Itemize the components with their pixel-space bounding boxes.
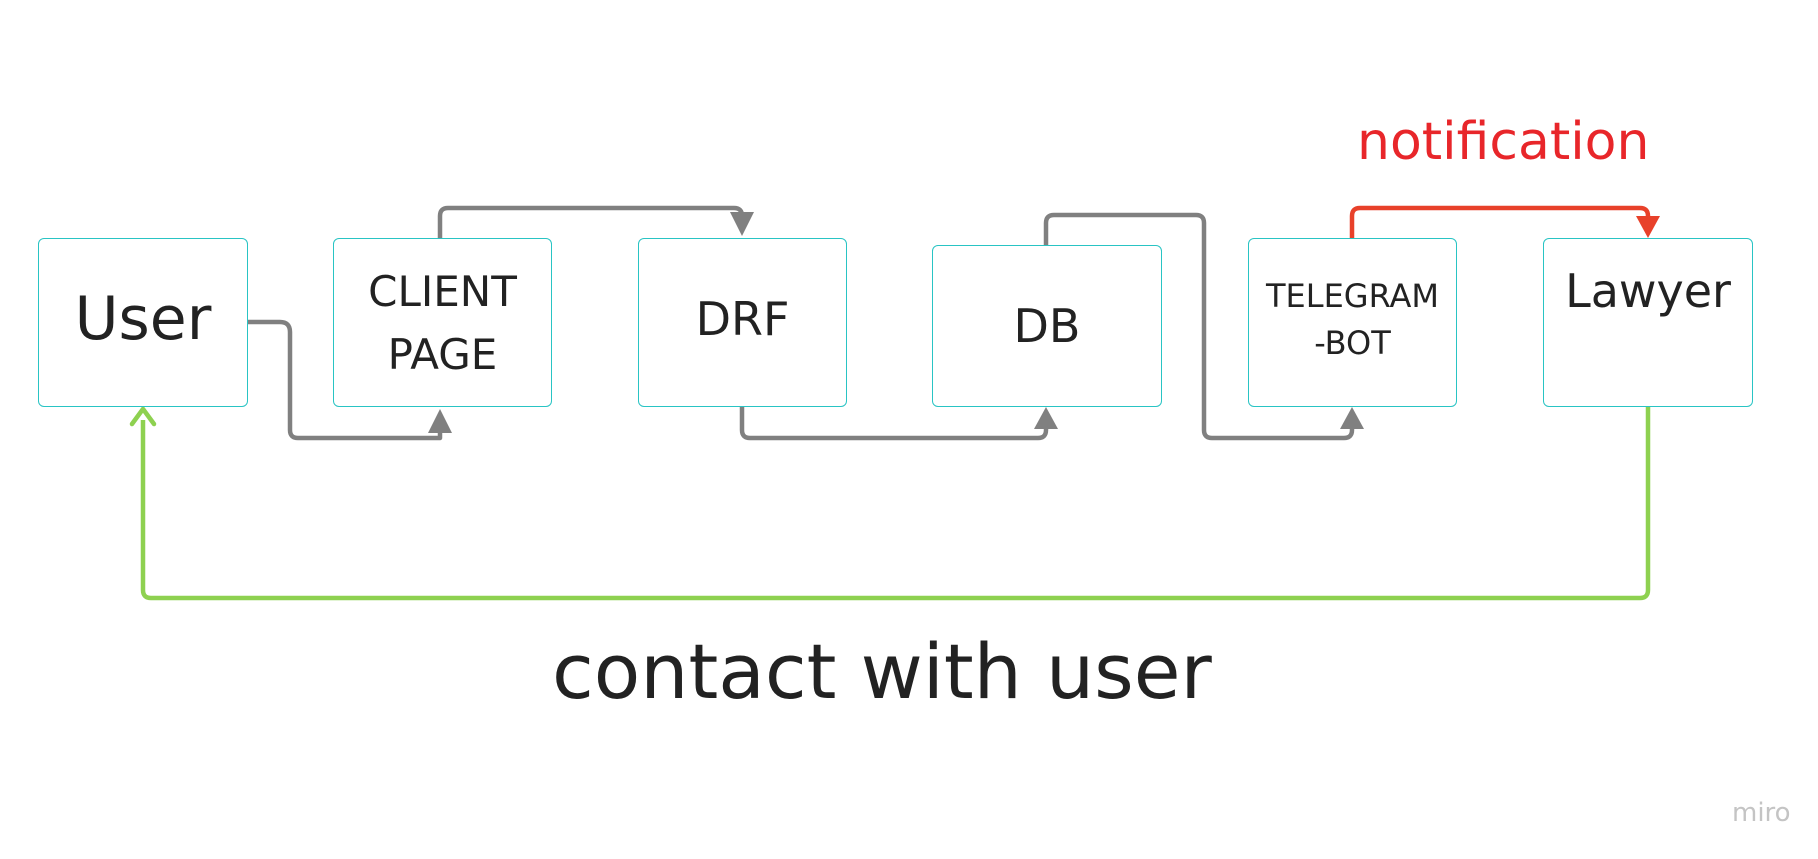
arrowhead-client-page: [428, 409, 452, 433]
node-db-label: DB: [1013, 298, 1081, 353]
node-lawyer: Lawyer: [1543, 238, 1753, 407]
arrowhead-lawyer: [1636, 216, 1660, 238]
node-user: User: [38, 238, 248, 407]
arrowhead-user: [129, 406, 157, 427]
arrowhead-drf: [730, 212, 754, 236]
edge-label-contact-with-user: contact with user: [552, 627, 1212, 716]
arrow-contact-with-user: [140, 407, 1651, 601]
node-drf: DRF: [638, 238, 847, 407]
node-client-page: CLIENT PAGE: [333, 238, 552, 407]
arrow-client-page-to-drf: [437, 205, 745, 238]
arrow-notification: [1349, 205, 1651, 238]
node-telegram-bot: TELEGRAM -BOT: [1248, 238, 1457, 407]
node-client-page-label: CLIENT PAGE: [368, 266, 517, 379]
node-telegram-bot-label: TELEGRAM -BOT: [1265, 277, 1440, 362]
arrow-drf-to-db: [739, 407, 1049, 441]
node-db: DB: [932, 245, 1162, 407]
node-user-label: User: [74, 283, 212, 354]
arrow-user-to-client-page: [248, 319, 443, 441]
edge-label-notification: notification: [1357, 112, 1650, 172]
node-drf-label: DRF: [695, 292, 790, 347]
miro-watermark: miro: [1732, 798, 1791, 828]
arrowhead-telegram-bot: [1340, 407, 1364, 429]
arrowhead-db: [1034, 407, 1058, 429]
arrow-db-to-telegram-bot: [1043, 212, 1355, 441]
node-lawyer-label: Lawyer: [1565, 264, 1731, 318]
